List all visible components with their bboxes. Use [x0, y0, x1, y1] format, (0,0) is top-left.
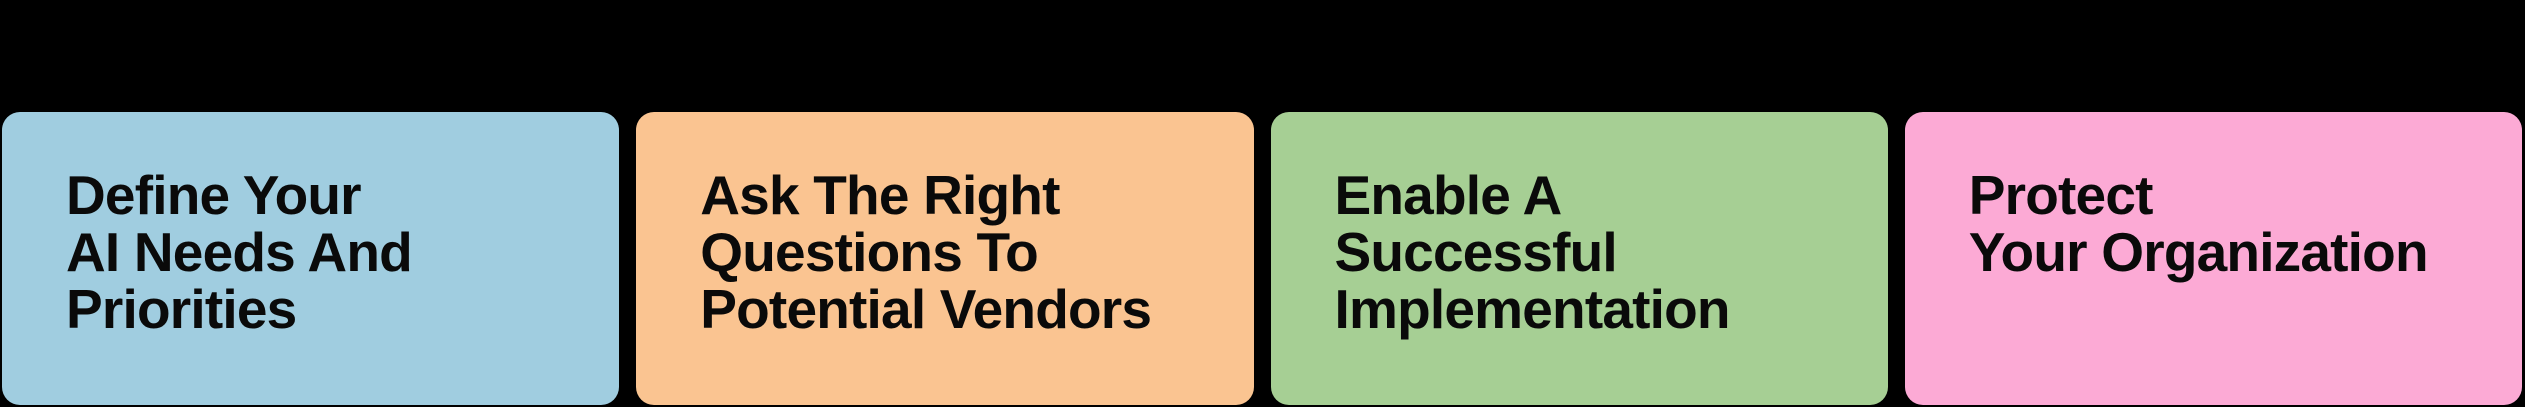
card-title-line: Ask The Right: [700, 164, 1060, 226]
card-protect-organization: Protect Your Organization: [1904, 112, 2522, 405]
card-title-line: Your Organization: [1968, 221, 2429, 283]
card-define-ai-needs: Define Your AI Needs And Priorities: [2, 112, 620, 405]
card-enable-implementation: Enable A Successful Implementation: [1270, 112, 1888, 405]
card-title-line: Define Your: [66, 164, 362, 226]
card-title-line: AI Needs And: [66, 221, 413, 283]
card-title-ask-right-questions: Ask The Right Questions To Potential Ven…: [700, 167, 1217, 338]
card-title-line: Priorities: [66, 278, 297, 340]
card-ask-right-questions: Ask The Right Questions To Potential Ven…: [636, 112, 1254, 405]
card-title-line: Potential Vendors: [700, 278, 1152, 340]
card-title-define-ai-needs: Define Your AI Needs And Priorities: [66, 167, 583, 338]
cards-row: Define Your AI Needs And Priorities Ask …: [2, 112, 2522, 405]
card-title-line: Questions To: [700, 221, 1039, 283]
card-title-line: Successful: [1334, 221, 1618, 283]
card-title-line: Implementation: [1334, 278, 1731, 340]
card-title-enable-implementation: Enable A Successful Implementation: [1335, 167, 1852, 338]
card-title-line: Protect: [1968, 164, 2154, 226]
card-title-protect-organization: Protect Your Organization: [1969, 167, 2486, 281]
card-title-line: Enable A: [1334, 164, 1563, 226]
